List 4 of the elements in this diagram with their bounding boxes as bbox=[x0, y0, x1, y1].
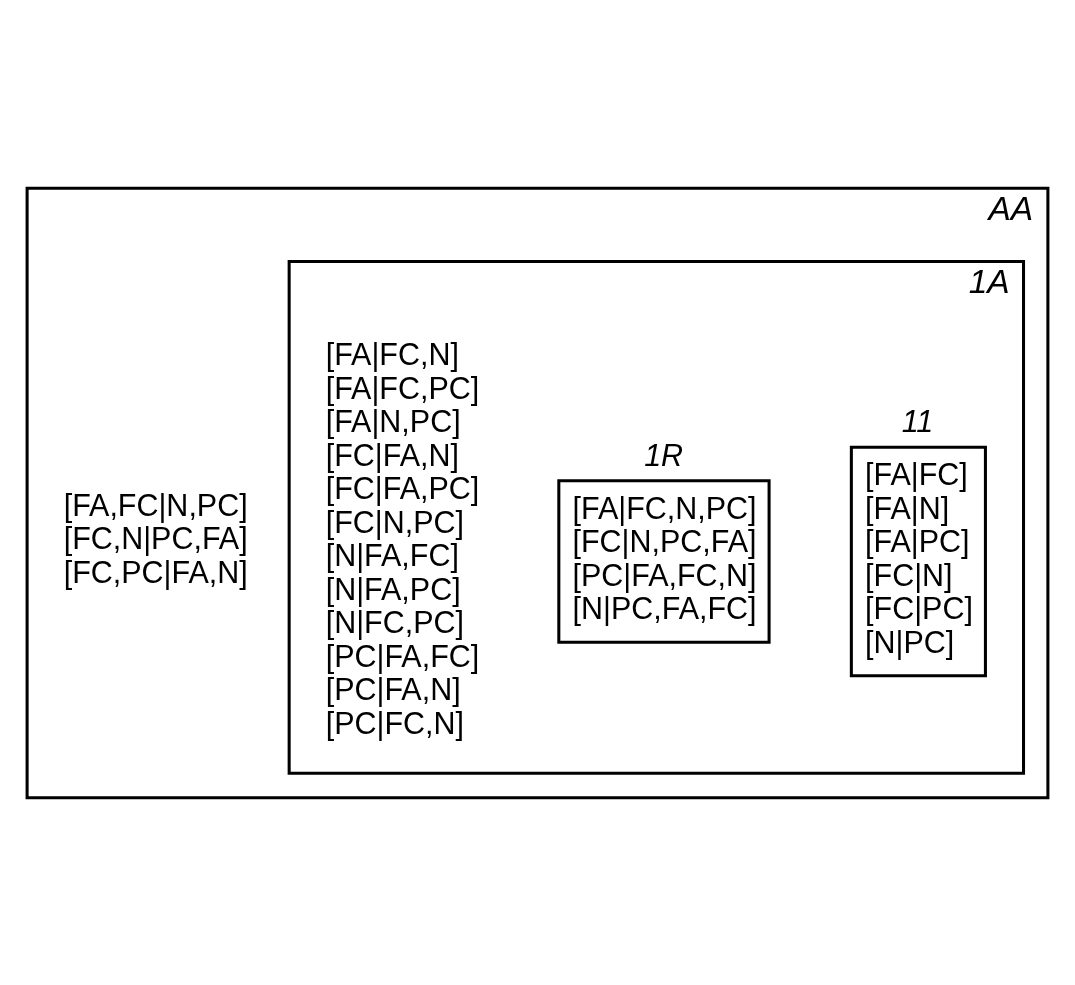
node-label: 11 bbox=[901, 403, 934, 438]
node-label: 1R bbox=[644, 437, 684, 472]
node-box: [FA|FC,N,PC] [FC|N,PC,FA] [PC|FA,FC,N] [N|PC,FA,FC] bbox=[557, 478, 771, 644]
node-box: [FA|FC] [FA|N] [FA|PC] [FC|N] [FC|PC] [N|PC] bbox=[849, 445, 987, 677]
